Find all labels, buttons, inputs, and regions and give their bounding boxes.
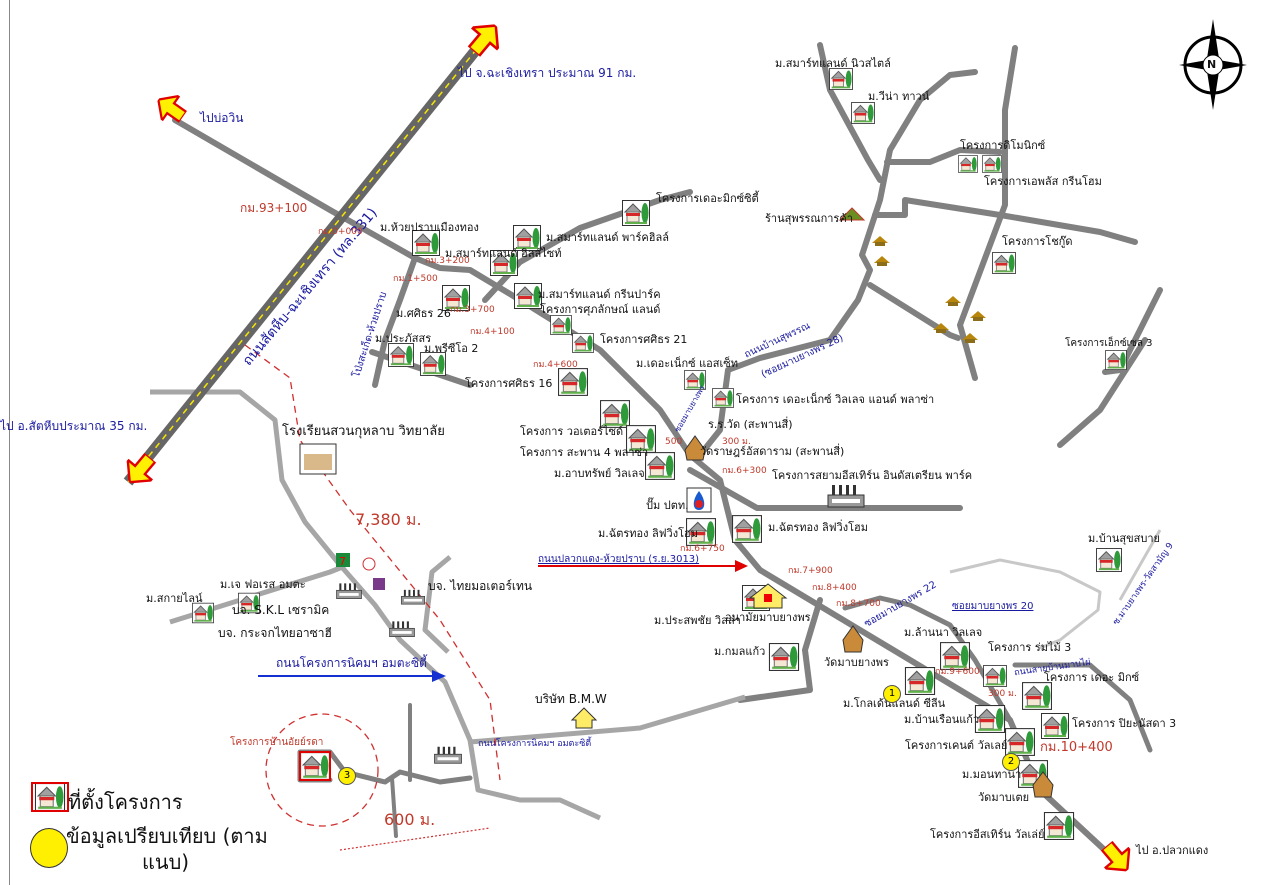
km-marker: กม.9+600 — [935, 667, 980, 677]
place-label: โครงการ วอเตอร์ไซด์ — [520, 425, 624, 438]
place-label: ม.บ้านสุขสบาย — [1088, 532, 1160, 545]
place-label: ม.เดอะเน็กซ์ แอสเซ็ท — [636, 357, 738, 370]
direction-label: ไป อ.สัตหีบประมาณ 35 กม. — [0, 419, 148, 433]
subject-project-label: โครงการบ้านอัยย์รดา — [230, 737, 324, 748]
place-label: ปั๊ม ปตท. — [646, 499, 689, 512]
distance-label: 7,380 ม. — [355, 510, 422, 529]
legend-comparison-2: แนบ) — [142, 850, 190, 874]
place-label: โครงการศศิธร 16 — [465, 377, 553, 390]
comparison-marker[interactable]: 2 — [1002, 753, 1020, 771]
direction-label: ไปบ่อวิน — [200, 111, 244, 125]
km-marker: กม.8+700 — [836, 599, 881, 609]
place-label: ม.ฉัตรทอง ลิฟวิ่งโฮม — [598, 527, 698, 540]
place-label: ม.สมาร์ทแลนด์ ฮิลล์ไซท์ — [445, 247, 562, 260]
place-label: ม.ฉัตรทอง ลิฟวิ่งโฮม — [768, 521, 868, 534]
direction-label: ไป อ.ปลวกแดง — [1136, 844, 1209, 857]
frame-border — [9, 0, 10, 885]
place-label: วัดราษฎร์อัสดาราม (สะพานสี่) — [700, 445, 845, 458]
place-label: ม.มอนทานา — [962, 768, 1022, 781]
place-label: โครงการ เดอะเน็กซ์ วิลเลจ แอนด์ พลาซ่า — [736, 393, 935, 406]
comparison-marker[interactable]: 3 — [338, 767, 356, 785]
km-marker: กม.1+500 — [393, 274, 438, 284]
place-label: โรงเรียนสวนกุหลาบ วิทยาลัย — [282, 424, 445, 439]
place-label: ม.สมาร์ทแลนด์ นิวสไตล์ — [775, 57, 891, 70]
road-label: ถนนปลวกแดง-ห้วยปราบ (ร.ย.3013) — [538, 554, 700, 565]
place-label: บจ. ไทยมอเตอร์เทน — [428, 579, 533, 593]
km-marker: กม.6+300 — [722, 466, 767, 476]
place-label: โครงการศศิธร 21 — [600, 333, 688, 346]
place-label: โครงการสยามอีสเทิร์น อินดัสเตรียน พาร์ค — [772, 469, 973, 482]
place-label: ม.ประภัสสร — [375, 332, 432, 345]
km-marker: กม.0+000 — [318, 227, 363, 237]
km-marker: กม.4+600 — [533, 360, 578, 370]
place-label: โครงการ ปิยะนัสดา 3 — [1072, 717, 1177, 730]
place-label: ม.ศศิธร 26 — [396, 307, 451, 320]
place-label: วัดมาบเตย — [978, 791, 1030, 804]
km-marker: กม.7+900 — [788, 566, 833, 576]
place-label: ม.สมาร์ทแลนด์ กรีนปาร์ค — [538, 288, 661, 301]
compass-north-label: N — [1207, 58, 1217, 71]
place-label: โครงการ สะพาน 4 พลาซ่า — [520, 446, 649, 459]
place-label: ม.วีน่า ทาวน์ — [868, 90, 930, 103]
place-label: ม.บ้านเรือนแก้ว — [904, 713, 980, 726]
place-label: โครงการดิโมนิกซ์ — [960, 139, 1046, 152]
place-label: ร.ร.วัด (สะพานสี่) — [708, 418, 793, 431]
place-label: โครงการเอ็กซ์เซล 3 — [1065, 338, 1153, 349]
place-label: โครงการอีสเทิร์น วัลเล่ย์ — [930, 828, 1045, 841]
direction-label: ไป จ.ฉะเชิงเทรา ประมาณ 91 กม. — [458, 66, 637, 80]
place-label: โครงการ ร่มไม้ 3 — [988, 641, 1072, 654]
place-label: ม.อาบทรัพย์ วิลเลจ — [554, 467, 645, 480]
legend-yellow-circle-icon — [30, 828, 68, 868]
place-label: ม.ห้วยปราบเมืองทอง — [380, 221, 479, 234]
place-label: บริษัท B.M.W — [535, 692, 607, 706]
place-label: โครงการโชกู๊ด — [1002, 235, 1073, 248]
km-marker: กม.6+750 — [680, 544, 725, 554]
place-label: ม.ประสพชัย วิลล่า — [654, 614, 741, 627]
road-label: ถนนโครงการนิคมฯ อมตะซิตี้ — [478, 739, 592, 749]
place-label: บจ. กระจกไทยอาซาฮี — [218, 626, 332, 640]
place-label: ม.ล้านนา วิลเลจ — [904, 626, 983, 639]
place-label: ร้านสุพรรณการค้า — [765, 212, 853, 225]
place-label: ม.สมาร์ทแลนด์ พาร์คฮิลล์ — [546, 231, 669, 244]
road-label: ถนนโครงการนิคมฯ อมตะซิตี้ — [276, 656, 427, 670]
place-label: โครงการเดอะมิกซ์ซิตี้ — [656, 192, 759, 205]
place-label: ม.กมลแก้ว — [714, 645, 766, 658]
km-marker: กม.8+400 — [812, 583, 857, 593]
km-marker: 500 — [665, 437, 683, 447]
place-label: โครงการศุภลักษณ์ แลนด์ — [540, 303, 661, 316]
svg-text:7: 7 — [339, 555, 346, 568]
km-marker: 300 ม. — [988, 689, 1017, 699]
km-marker: กม.10+400 — [1040, 740, 1113, 755]
place-label: บจ. S.K.L เซรามิค — [232, 603, 330, 617]
km-marker: กม.3+200 — [425, 256, 470, 266]
landmark-icons: 7 — [299, 207, 1054, 798]
legend-comparison: ข้อมูลเปรียบเทียบ (ตาม — [66, 824, 268, 848]
hut-icons — [872, 236, 986, 343]
place-label: ม.เจ ฟอเรส อมตะ — [220, 578, 306, 591]
place-label: วัดมาบยางพร — [824, 656, 889, 669]
place-label: ม.พรีซีโอ 2 — [424, 342, 479, 355]
place-label: โครงการเอพลัส กรีนโฮม — [984, 175, 1102, 188]
km-marker: กม.4+100 — [470, 327, 515, 337]
legend-project-location: ที่ตั้งโครงการ — [68, 790, 183, 814]
place-label: อนามัยมาบยางพร — [725, 611, 811, 624]
road-label: ซอยมาบยางพร 20 — [952, 601, 1034, 612]
km-marker: 300 ม. — [722, 437, 751, 447]
comparison-marker[interactable]: 1 — [883, 685, 901, 703]
km-marker: กม.3+700 — [450, 305, 495, 315]
km-marker: กม.93+100 — [240, 201, 308, 215]
place-label: โครงการ เดอะ มิกซ์ — [1044, 671, 1140, 684]
place-label: ม.สกายไลน์ — [146, 592, 203, 605]
distance-label: 600 ม. — [384, 810, 436, 829]
place-label: โครงการเคนต์ วัลเลย์ — [905, 739, 1008, 752]
compass-icon — [1179, 19, 1247, 110]
place-label: ม.โกลเด้นแลนด์ ซีลีน — [843, 697, 946, 710]
